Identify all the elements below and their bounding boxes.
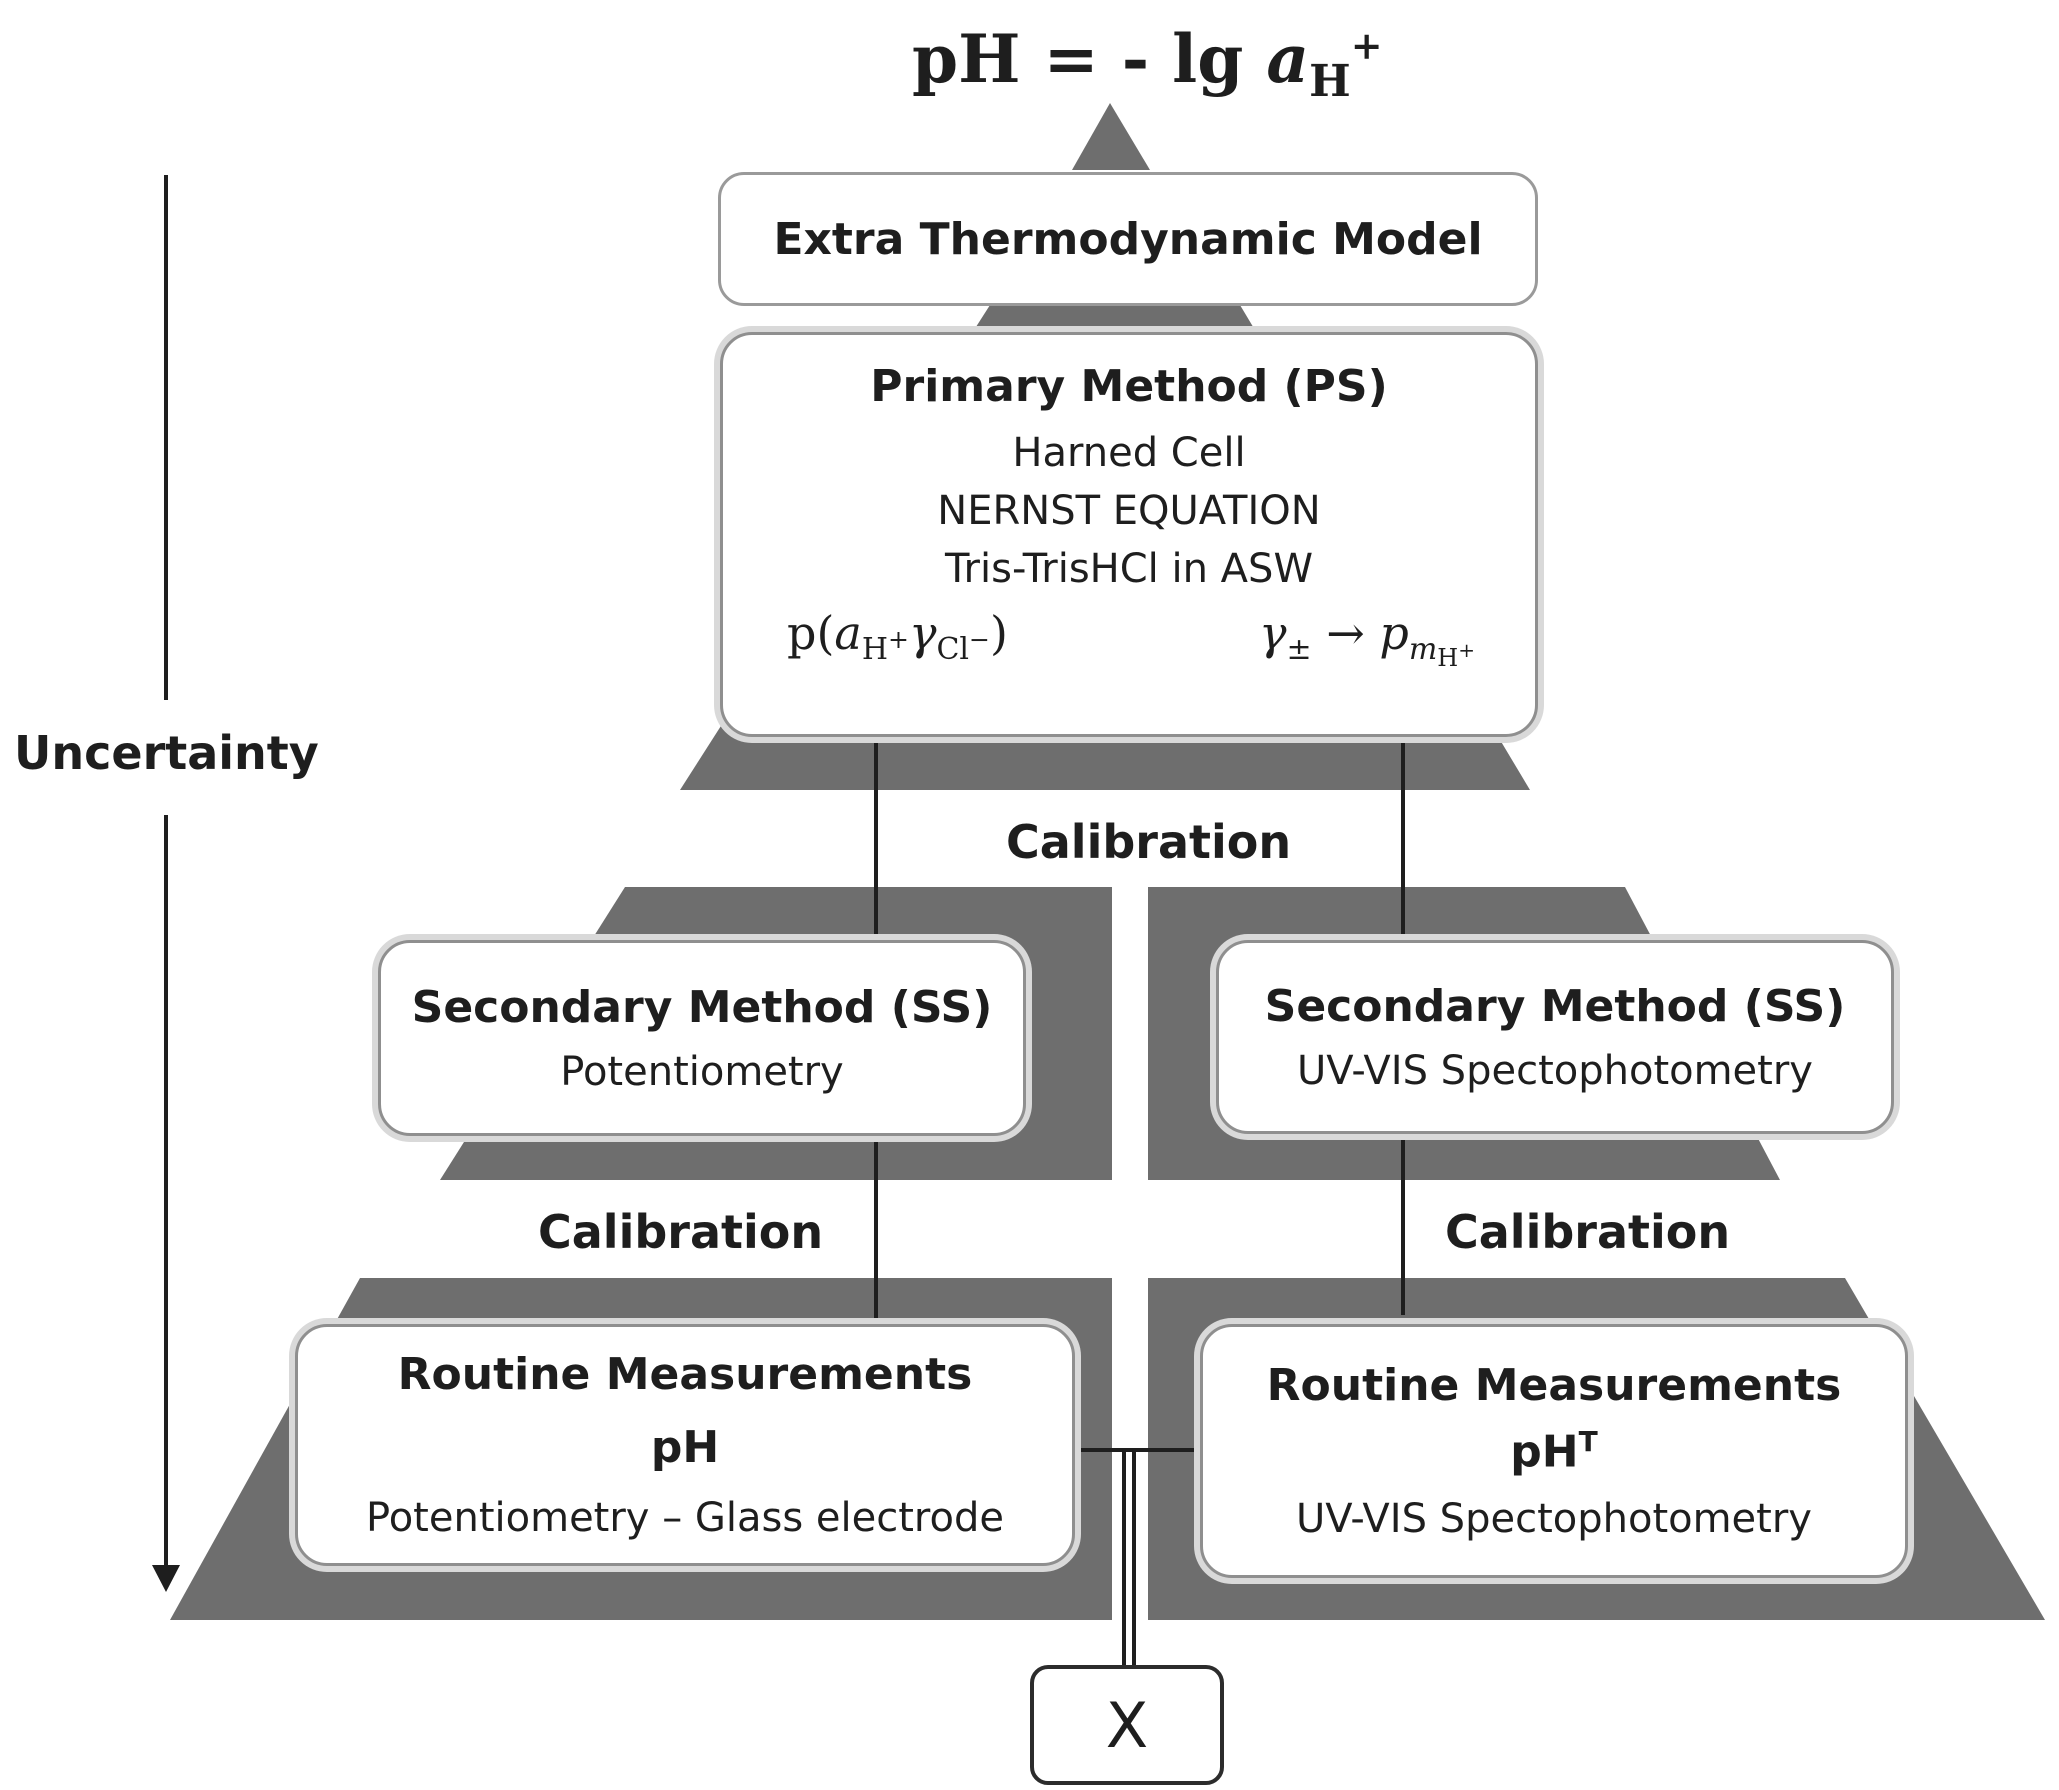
mean-activity-to-pmh-expression: γ± → pmH+ bbox=[1258, 606, 1475, 673]
routine-measurements-left-title: Routine Measurements bbox=[397, 1349, 973, 1400]
primary-method-expressions: p(aH+γCl−) γ± → pmH+ bbox=[723, 592, 1535, 672]
uncertainty-label: Uncertainty bbox=[14, 726, 319, 780]
extra-thermodynamic-model-title: Extra Thermodynamic Model bbox=[773, 213, 1483, 265]
x-box-label: X bbox=[1105, 1688, 1149, 1762]
formula-subscript: H bbox=[1309, 56, 1351, 108]
secondary-method-right-title: Secondary Method (SS) bbox=[1264, 980, 1846, 1032]
routine-measurements-right-quantity: pHT bbox=[1510, 1425, 1598, 1478]
primary-method-title: Primary Method (PS) bbox=[870, 361, 1388, 412]
primary-method-line-2: NERNST EQUATION bbox=[937, 488, 1321, 534]
secondary-method-right-box: Secondary Method (SS) UV-VIS Spectophoto… bbox=[1216, 940, 1894, 1134]
secondary-method-right-method: UV-VIS Spectophotometry bbox=[1297, 1047, 1813, 1094]
x-box: X bbox=[1030, 1665, 1224, 1785]
primary-method-line-3: Tris-TrisHCl in ASW bbox=[945, 546, 1313, 592]
extra-thermodynamic-model-box: Extra Thermodynamic Model bbox=[718, 172, 1538, 306]
activity-coefficient-expression: p(aH+γCl−) bbox=[787, 606, 1008, 668]
secondary-method-left-box: Secondary Method (SS) Potentiometry bbox=[378, 940, 1026, 1136]
secondary-method-left-title: Secondary Method (SS) bbox=[411, 981, 993, 1033]
calibration-label-left: Calibration bbox=[538, 1205, 824, 1259]
formula-lhs: pH = - lg bbox=[912, 20, 1267, 98]
ph-definition-formula: pH = - lg aH+ bbox=[912, 20, 1383, 107]
pyramid-tier-top bbox=[1072, 103, 1150, 170]
routine-measurements-left-box: Routine Measurements pH Potentiometry – … bbox=[295, 1324, 1075, 1566]
primary-method-line-1: Harned Cell bbox=[1012, 430, 1246, 476]
primary-method-box: Primary Method (PS) Harned Cell NERNST E… bbox=[720, 332, 1538, 737]
routine-measurements-left-method: Potentiometry – Glass electrode bbox=[366, 1495, 1004, 1541]
routine-measurements-right-title: Routine Measurements bbox=[1266, 1360, 1842, 1412]
uncertainty-arrowhead bbox=[152, 1565, 180, 1592]
calibration-label-right: Calibration bbox=[1445, 1205, 1731, 1259]
secondary-method-left-method: Potentiometry bbox=[560, 1048, 844, 1095]
formula-superscript: + bbox=[1350, 23, 1383, 68]
formula-activity-symbol: a bbox=[1266, 20, 1310, 98]
routine-measurements-left-quantity: pH bbox=[650, 1422, 720, 1473]
routine-measurements-right-box: Routine Measurements pHT UV-VIS Spectoph… bbox=[1200, 1324, 1908, 1578]
routine-measurements-right-method: UV-VIS Spectophotometry bbox=[1296, 1495, 1812, 1542]
calibration-label-top: Calibration bbox=[1006, 815, 1292, 869]
